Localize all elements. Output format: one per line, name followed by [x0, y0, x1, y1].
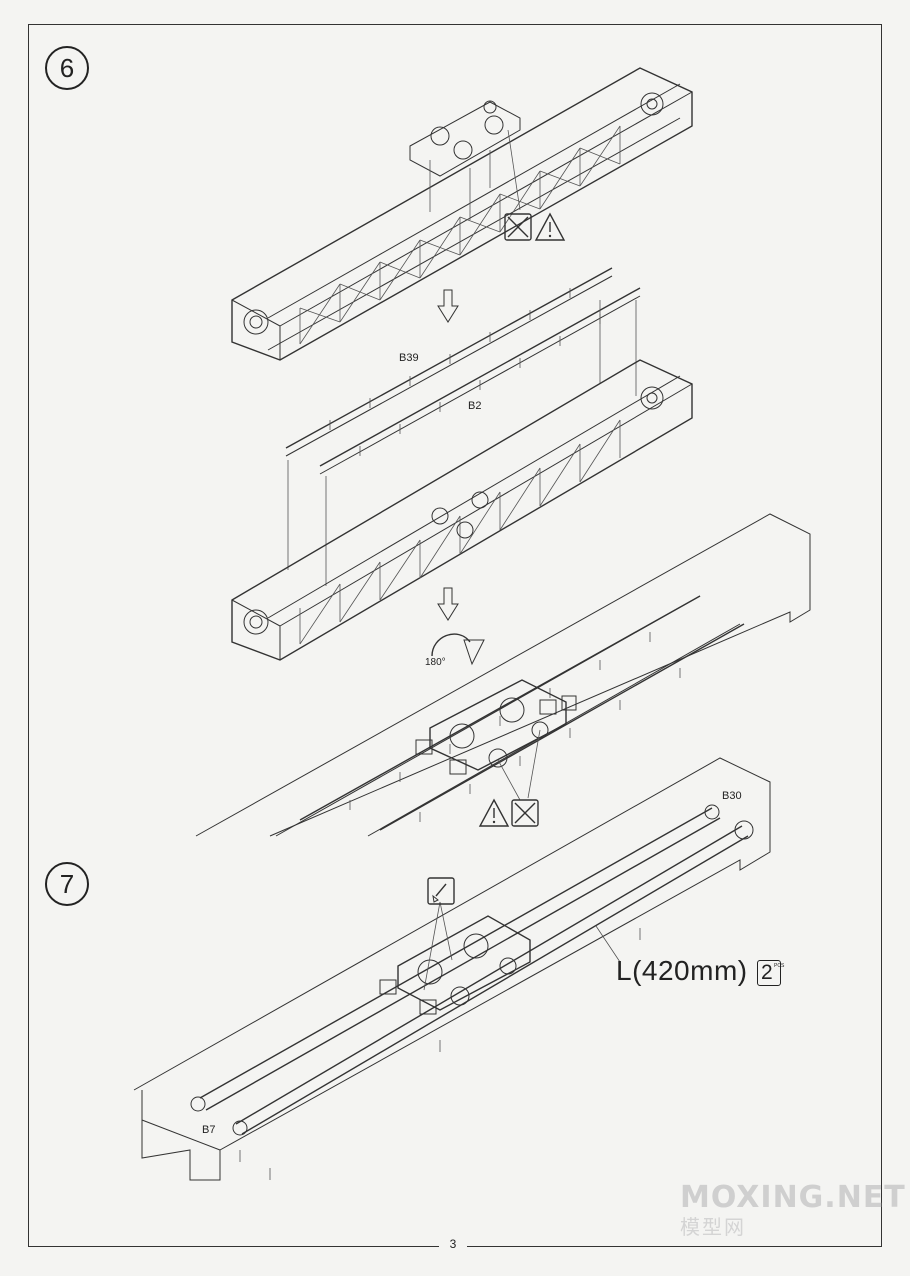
- down-arrow-icon: [437, 289, 459, 323]
- base-frame-step7: [133, 757, 771, 1181]
- pulley-b30: [704, 804, 754, 840]
- boom-truss-lower: [231, 359, 693, 661]
- rotate-label: 180°: [425, 657, 446, 668]
- drive-belts: [199, 807, 749, 1135]
- part-label-b7: B7: [202, 1124, 216, 1136]
- part-label-b2: B2: [468, 400, 482, 412]
- quantity-number: 2: [761, 961, 773, 984]
- watermark: MOXING.NET 模型网: [680, 1180, 906, 1240]
- rail-guide-lines: [287, 300, 637, 586]
- length-leader-line: [595, 925, 621, 963]
- pulley-b7: [190, 1096, 248, 1136]
- glue-brush-icon: [427, 877, 455, 905]
- arrows-step6: [497, 729, 541, 801]
- part-label-b30: B30: [722, 790, 742, 802]
- quantity-badge: 2 PCS: [757, 960, 785, 986]
- no-cut-icon: [511, 799, 539, 827]
- trolley-step7: [379, 915, 531, 1015]
- watermark-main: MOXING.NET: [680, 1180, 906, 1215]
- rail-b2: [319, 287, 641, 475]
- warning-icon: [534, 212, 566, 241]
- rotate-180-icon: [431, 633, 485, 666]
- down-arrow-icon: [437, 587, 459, 621]
- boom-truss-top: [231, 67, 693, 361]
- trolley-step6: [415, 679, 577, 775]
- page-number: 3: [439, 1237, 467, 1251]
- no-cut-icon: [504, 213, 532, 241]
- warning-icon: [478, 798, 510, 827]
- rail-b39: [285, 267, 613, 457]
- step-7-number: 7: [45, 862, 89, 906]
- step-6-number: 6: [45, 46, 89, 90]
- glue-arrows: [423, 901, 453, 991]
- watermark-sub: 模型网: [680, 1215, 746, 1239]
- part-label-b39: B39: [399, 352, 419, 364]
- trolley-top: [409, 100, 521, 177]
- arrows-top: [429, 129, 521, 220]
- belt-length-label: L(420mm): [616, 955, 748, 986]
- quantity-unit: PCS: [774, 963, 785, 969]
